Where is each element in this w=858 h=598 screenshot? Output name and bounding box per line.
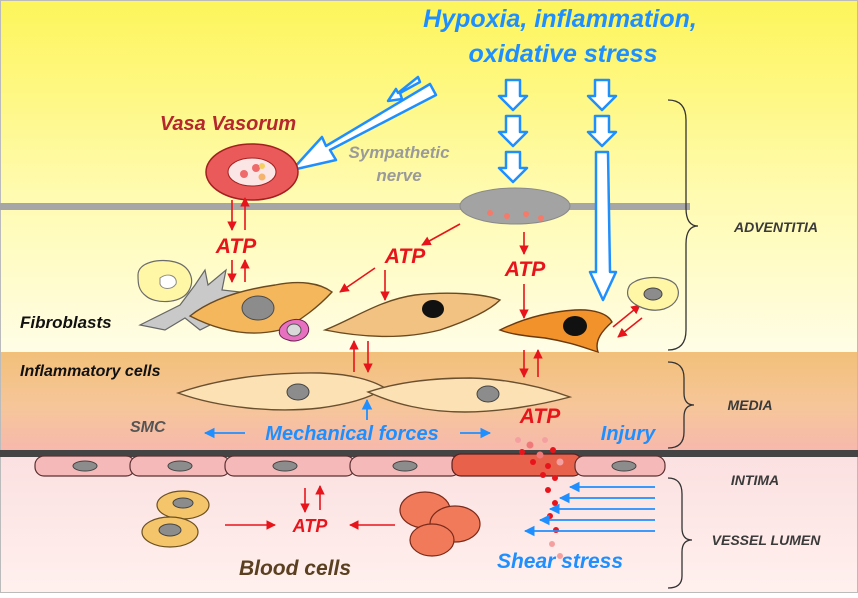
elastic-lamina	[0, 450, 858, 457]
red-blood-cell-3	[409, 523, 455, 557]
layer-label-media: MEDIA	[727, 397, 772, 413]
fibroblast-cluster	[137, 259, 334, 342]
fibroblast-right	[498, 309, 613, 354]
stress-arrow-col1-b	[497, 114, 529, 148]
fibroblast-middle	[322, 292, 502, 338]
layer-label-intima: INTIMA	[731, 472, 779, 488]
sympathetic-label-2: nerve	[376, 166, 421, 185]
blood-cells-group	[141, 490, 481, 557]
smc-label: SMC	[130, 419, 166, 436]
shear-stress-label: Shear stress	[497, 550, 623, 573]
atp-label-nerve-right: ATP	[504, 258, 546, 281]
stress-arrows	[290, 75, 618, 302]
stress-arrow-col1-c	[497, 150, 529, 184]
atp-label-lumen: ATP	[292, 516, 329, 536]
media-bracket	[667, 361, 695, 449]
nerve-varicosity	[459, 187, 571, 225]
smc-cells	[175, 372, 573, 413]
sympathetic-label-1: Sympathetic	[348, 143, 450, 162]
mechanical-forces-label: Mechanical forces	[265, 423, 438, 445]
vasa-vasorum-vessel	[205, 143, 299, 201]
layer-label-lumen: VESSEL LUMEN	[712, 532, 822, 548]
adventitia-bracket	[667, 99, 699, 351]
stress-arrow-col2-long	[588, 150, 618, 302]
lumen-bracket	[667, 477, 693, 589]
layer-label-adventitia: ADVENTITIA	[733, 219, 818, 235]
smc-right	[366, 377, 573, 413]
stress-arrow-small	[386, 75, 422, 103]
nerve-line	[0, 203, 690, 210]
atp-label-injury: ATP	[519, 405, 561, 428]
endothelial-layer	[34, 453, 666, 477]
blood-cells-label: Blood cells	[239, 557, 351, 580]
inflammatory-cells-label: Inflammatory cells	[20, 363, 161, 380]
stress-arrow-col2-a	[586, 78, 618, 112]
stress-arrow-col1-a	[497, 78, 529, 112]
stressors-line1: Hypoxia, inflammation,	[423, 5, 697, 33]
atp-label-vasa: ATP	[215, 235, 257, 258]
inflammatory-cell-right	[627, 276, 679, 311]
fibroblasts-label: Fibroblasts	[20, 313, 112, 332]
vasa-vasorum-label: Vasa Vasorum	[160, 113, 296, 135]
injury-label: Injury	[601, 423, 656, 445]
stress-arrow-col2-b	[586, 114, 618, 148]
stressors-line2: oxidative stress	[469, 40, 658, 68]
stress-arrow-vasa	[290, 82, 438, 172]
atp-label-nerve-left: ATP	[384, 245, 426, 268]
